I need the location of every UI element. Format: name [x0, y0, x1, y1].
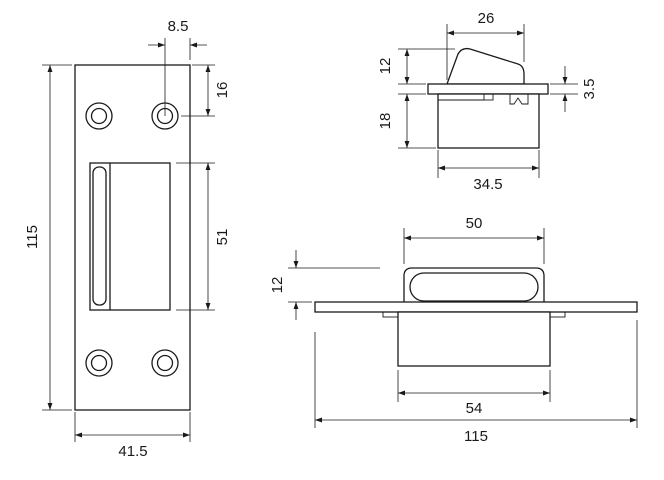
side-view: 26 12 18 3.5 34.5: [377, 10, 598, 193]
side-roller: [446, 47, 525, 85]
plan-screw-hole-bottom-left: [85, 349, 113, 377]
front-plate: [314, 301, 638, 313]
dim-roller-width-side: 26: [478, 10, 495, 27]
side-plate: [427, 83, 549, 95]
dim-total-width: 115: [464, 428, 488, 445]
dim-plate-width: 41.5: [118, 443, 147, 460]
front-roller-housing: [403, 267, 545, 302]
dim-body-width-front: 54: [466, 400, 483, 417]
plan-roller: [92, 166, 107, 306]
front-body: [397, 311, 551, 367]
dim-top-hole: 16: [214, 82, 231, 99]
plan-screw-hole-top-left: [85, 102, 113, 130]
dim-roller-height-side: 12: [377, 58, 394, 75]
dim-roller-height-front: 12: [269, 277, 286, 294]
dim-roller-width-front: 50: [466, 215, 483, 232]
dim-hole-offset: 8.5: [168, 18, 189, 35]
side-clip: [509, 94, 529, 105]
dim-body-depth: 18: [377, 113, 394, 130]
side-body: [437, 93, 540, 149]
plan-view: 8.5 16 51 115 41.5: [24, 18, 231, 460]
plan-plate-outline: [74, 64, 191, 411]
dim-slot-height: 51: [214, 229, 231, 246]
dim-total-height: 115: [24, 225, 41, 249]
front-view: 50 12 54 115: [269, 215, 638, 445]
plan-screw-hole-bottom-right: [151, 349, 179, 377]
plan-roller-slot: [89, 162, 171, 311]
front-roller: [409, 272, 539, 302]
dim-plate-thickness: 3.5: [581, 79, 598, 100]
dim-body-width-side: 34.5: [473, 176, 502, 193]
